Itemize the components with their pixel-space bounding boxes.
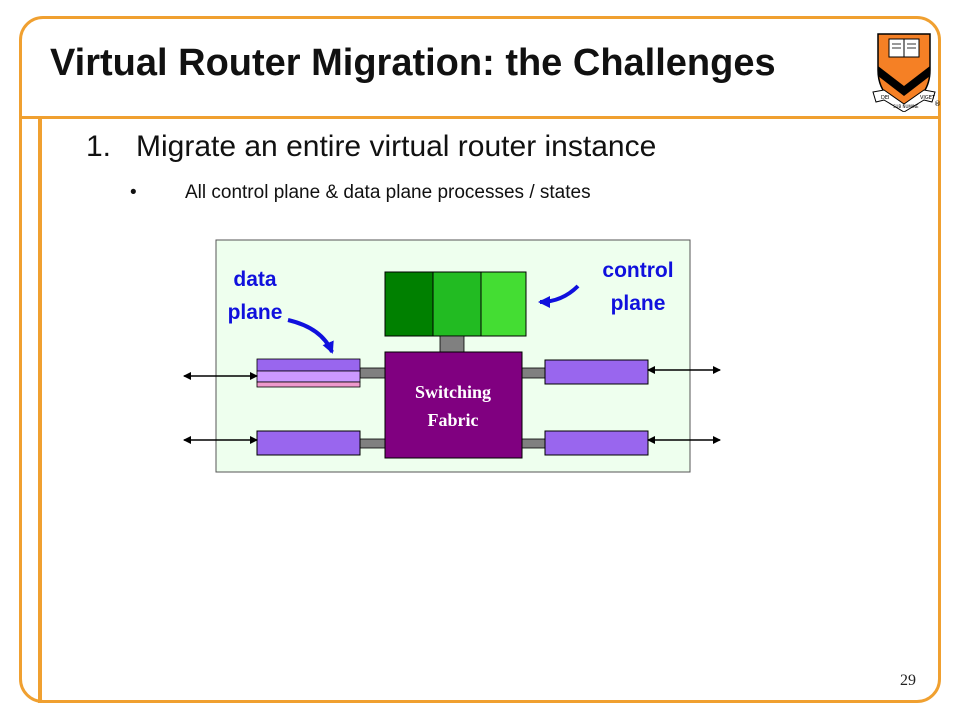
connector-right-bottom (521, 438, 546, 449)
data-plane-arrow (287, 318, 334, 354)
registered-mark: ® (934, 100, 941, 108)
title-divider (19, 116, 941, 119)
line-card-right-top (544, 359, 649, 385)
sub-point-bullet: • (130, 182, 137, 203)
switching-fabric-line2: Fabric (428, 410, 479, 430)
control-process-2 (432, 271, 482, 337)
control-plane-label-line2: plane (611, 292, 666, 315)
slide-number: 29 (900, 672, 916, 689)
point-1: 1. Migrate an entire virtual router insta… (86, 130, 656, 164)
princeton-shield-logo: DEI SUB NUMINE VIGET ® (872, 33, 941, 112)
sub-point-text: All control plane & data plane processes… (185, 182, 591, 203)
router-diagram: Switching Fabric data plane control plan… (183, 239, 721, 473)
line-card-left-top-layer-3 (256, 381, 361, 388)
connector-left-top (359, 367, 386, 379)
left-accent-bar (38, 119, 42, 703)
motto-left: DEI (881, 95, 889, 101)
control-connector (439, 335, 465, 353)
sub-point: • All control plane & data plane processe… (130, 182, 591, 204)
line-card-left-top-layer-2 (256, 370, 361, 383)
control-plane-arrow (538, 284, 580, 308)
control-plane-label-line1: control (602, 259, 673, 282)
point-1-text: Migrate an entire virtual router instanc… (136, 130, 657, 163)
motto-center: SUB NUMINE (893, 104, 919, 109)
motto-right: VIGET (920, 95, 936, 101)
motto-ribbon (872, 89, 936, 112)
slide-title: Virtual Router Migration: the Challenges (50, 42, 776, 84)
line-card-left-bottom (256, 430, 361, 456)
connector-left-bottom (359, 438, 386, 449)
shield-chevron (878, 66, 930, 96)
line-card-right-bottom (544, 430, 649, 456)
data-plane-label-line1: data (233, 268, 277, 291)
control-process-3 (480, 271, 527, 337)
line-card-left-top-layer-1 (256, 358, 361, 372)
point-1-number: 1. (86, 130, 112, 163)
switching-fabric (384, 351, 523, 459)
data-plane-label-line2: plane (228, 301, 283, 324)
switching-fabric-line1: Switching (415, 382, 491, 402)
connector-right-top (521, 367, 546, 379)
slide-frame (19, 16, 941, 703)
control-process-1 (384, 271, 434, 337)
